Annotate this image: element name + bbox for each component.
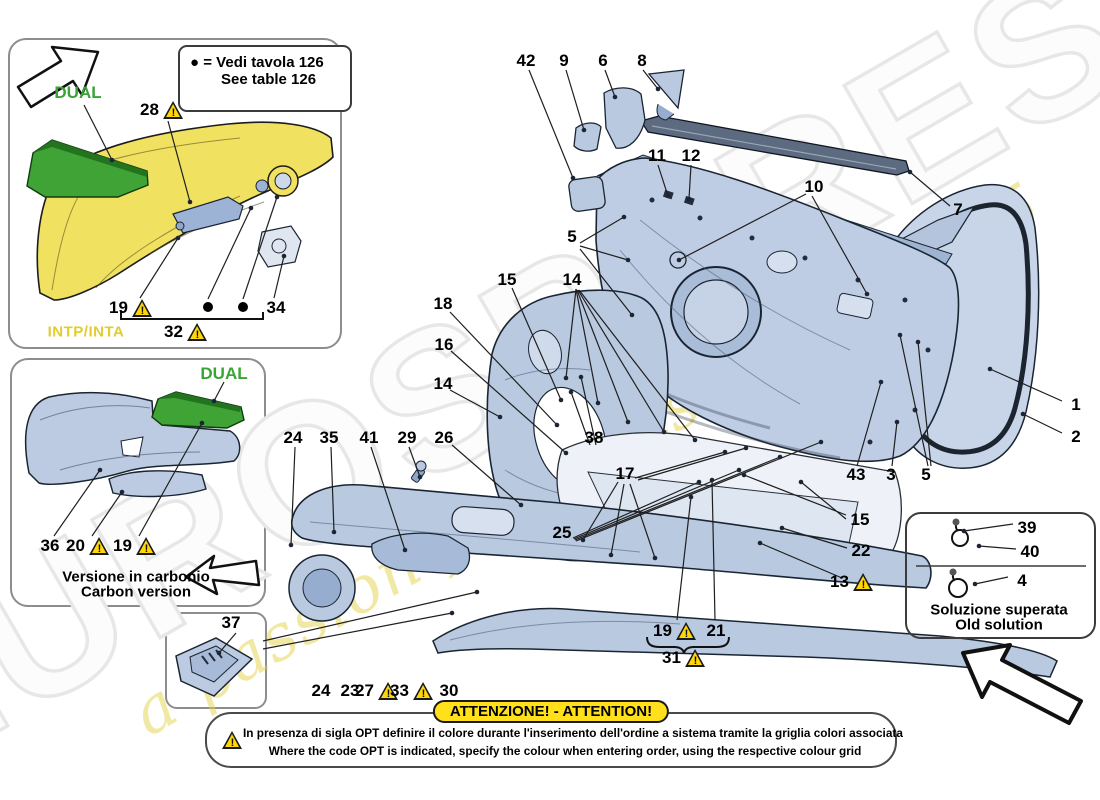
callout-14: 14 xyxy=(562,270,582,289)
direction-arrow-icon xyxy=(184,554,261,596)
warning-icon: ! xyxy=(412,682,434,700)
callout-11: 11 xyxy=(648,146,666,165)
callout-19: 19! xyxy=(109,298,153,318)
carbon-caption-en: Carbon version xyxy=(80,583,192,601)
callout-8: 8 xyxy=(637,51,647,70)
callout-16: 16 xyxy=(434,335,454,354)
group-bracket xyxy=(120,312,264,320)
callout-19: 19! xyxy=(653,621,697,641)
callout-39: 39 xyxy=(1017,518,1037,537)
attention-line-it: In presenza di sigla OPT definire il col… xyxy=(243,726,903,740)
group-bracket xyxy=(646,636,730,654)
callout-20: 20! xyxy=(66,536,110,556)
callout-19: 19! xyxy=(113,536,157,556)
callout-2: 2 xyxy=(1071,427,1081,446)
legend-box: ● = Vedi tavola 126 See table 126 xyxy=(178,45,352,112)
banner-warning-slot: ! xyxy=(218,731,243,754)
callout-9: 9 xyxy=(559,51,569,70)
callout-3: 3 xyxy=(886,465,896,484)
callout-13: 13! xyxy=(830,572,874,592)
attention-banner: ATTENZIONE! - ATTENTION! ! In presenza d… xyxy=(205,700,903,768)
dual-label-top: DUAL xyxy=(54,83,102,102)
door-inner-panel xyxy=(595,154,960,463)
sill-trim-strip xyxy=(432,607,1058,678)
callout-25: 25 xyxy=(552,523,572,542)
intp-inta-label: INTP/INTA xyxy=(47,323,125,341)
legend-line1: ● = Vedi tavola 126 xyxy=(190,54,324,71)
callout-42: 42 xyxy=(516,51,536,70)
callout-36: 36 xyxy=(40,536,60,555)
warning-icon: ! xyxy=(684,649,706,667)
callout-21: 21 xyxy=(706,621,726,640)
warning-icon: ! xyxy=(135,537,157,555)
callout-33: 33! xyxy=(390,681,434,701)
callout-29: 29 xyxy=(397,428,417,447)
callout-17: 17 xyxy=(615,464,635,483)
direction-arrow-icon xyxy=(961,643,1083,725)
callout-1: 1 xyxy=(1071,395,1081,414)
callout-34: 34 xyxy=(266,298,286,317)
callout-5: 5 xyxy=(921,465,931,484)
callout-24: 24 xyxy=(283,428,303,447)
callout-27: 27! xyxy=(355,681,399,701)
attention-text: In presenza di sigla OPT definire il col… xyxy=(243,724,903,761)
armrest-trim xyxy=(288,483,932,622)
callout-32: 32! xyxy=(164,322,208,342)
callout-24: 24 xyxy=(311,681,331,700)
callout-37: 37 xyxy=(221,613,241,632)
callout-5: 5 xyxy=(567,227,577,246)
callout-38: 38 xyxy=(584,428,604,447)
callout-40: 40 xyxy=(1020,542,1040,561)
old-solution-caption-en: Old solution xyxy=(955,616,1043,634)
warning-icon: ! xyxy=(88,537,110,555)
panel-old-solution xyxy=(905,512,1096,639)
callout-31: 31! xyxy=(662,648,706,668)
callout-43: 43 xyxy=(846,465,866,484)
warning-icon: ! xyxy=(131,299,153,317)
attention-title: ATTENZIONE! - ATTENTION! xyxy=(432,700,670,723)
see-table-dot xyxy=(238,302,248,312)
warning-icon: ! xyxy=(222,731,243,749)
callout-28: 28! xyxy=(140,100,184,120)
callout-15: 15 xyxy=(497,270,517,289)
callout-22: 22 xyxy=(851,541,871,560)
callout-6: 6 xyxy=(598,51,608,70)
old-solution-clips xyxy=(916,518,1086,598)
legend-bullet: ● = xyxy=(190,54,212,71)
panel-carbon-version xyxy=(10,358,266,607)
panel-dual-trim xyxy=(8,38,342,349)
dual-label-carbon: DUAL xyxy=(200,364,248,383)
direction-arrow-icon xyxy=(16,45,100,109)
warning-icon: ! xyxy=(162,101,184,119)
legend-line2: See table 126 xyxy=(221,71,317,88)
callout-41: 41 xyxy=(359,428,379,447)
see-table-dot xyxy=(203,302,213,312)
callout-14: 14 xyxy=(433,374,453,393)
leader-lines xyxy=(53,69,1063,656)
warning-icon: ! xyxy=(675,622,697,640)
old-solution-caption-it: Soluzione superata xyxy=(930,601,1068,619)
callout-15: 15 xyxy=(850,510,870,529)
callout-35: 35 xyxy=(319,428,339,447)
panel1-artwork xyxy=(16,45,334,320)
warning-icon: ! xyxy=(852,573,874,591)
callout-23: 23 xyxy=(340,681,360,700)
warning-icon: ! xyxy=(377,682,399,700)
attention-line-en: Where the code OPT is indicated, specify… xyxy=(268,744,862,759)
callout-12: 12 xyxy=(681,146,701,165)
panel3-artwork xyxy=(175,637,254,697)
panel-switch-pack xyxy=(165,612,267,709)
carbon-caption-it: Versione in carbonio xyxy=(62,568,210,586)
callout-10: 10 xyxy=(804,177,824,196)
panel2-artwork xyxy=(24,391,261,596)
bolt-29 xyxy=(410,460,427,483)
mirror-flag-parts xyxy=(568,69,685,212)
callout-30: 30 xyxy=(439,681,459,700)
callout-7: 7 xyxy=(953,200,963,219)
callout-4: 4 xyxy=(1017,571,1027,590)
callout-18: 18 xyxy=(433,294,453,313)
callout-26: 26 xyxy=(434,428,454,447)
warning-icon: ! xyxy=(186,323,208,341)
